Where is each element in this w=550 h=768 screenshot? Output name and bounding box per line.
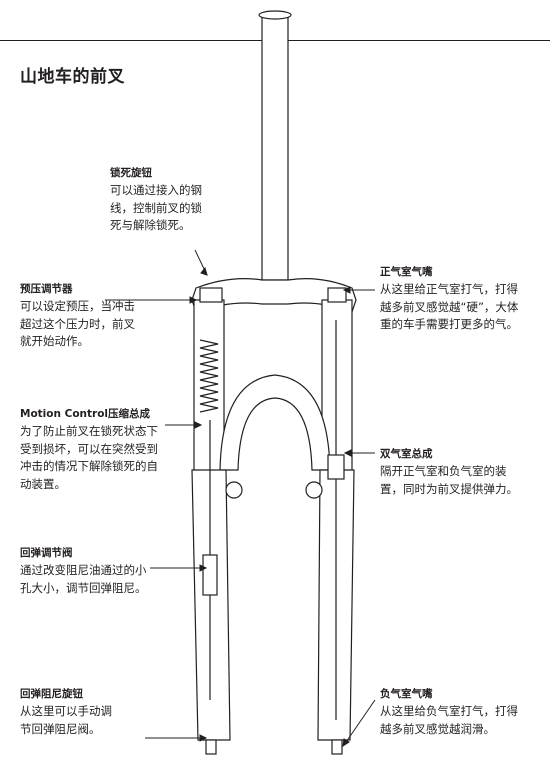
label-neg-air-desc: 从这里给负气室打气，打得 越多前叉感觉越润滑。: [380, 704, 518, 736]
label-negative-air-valve: 负气室气嘴 从这里给负气室打气，打得 越多前叉感觉越润滑。: [380, 686, 518, 738]
label-lockout-desc: 可以通过接入的钢 线，控制前叉的锁 死与解除锁死。: [110, 183, 202, 232]
page-title: 山地车的前叉: [20, 67, 125, 87]
label-dual-air-desc: 隔开正气室和负气室的装 置，同时为前叉提供弹力。: [380, 464, 518, 496]
fork-crown: [191, 278, 357, 313]
lockout-knob: [199, 287, 223, 303]
label-rebound-valve: 回弹调节阀 通过改变阻尼油通过的小 孔大小，调节回弹阻尼。: [20, 545, 147, 597]
label-rebound-knob-desc: 从这里可以手动调 节回弹阻尼阀。: [20, 704, 112, 736]
label-lockout-heading: 锁死旋钮: [110, 167, 152, 179]
label-preload-desc: 可以设定预压，当冲击 超过这个压力时，前叉 就开始动作。: [20, 299, 135, 348]
negative-air-valve: [331, 739, 343, 755]
label-rebound-valve-heading: 回弹调节阀: [20, 547, 73, 559]
label-dual-air-heading: 双气室总成: [380, 448, 433, 460]
label-motion-desc: 为了防止前叉在锁死状态下 受到损坏，可以在突然受到 冲击的情况下解除锁死的自 动…: [20, 424, 158, 491]
steerer-cap: [258, 10, 292, 20]
coil-spring: [199, 339, 219, 413]
label-rebound-knob-heading: 回弹阻尼旋钮: [20, 688, 83, 700]
rebound-knob: [205, 739, 217, 755]
rebound-valve: [202, 554, 218, 596]
steerer-tube: [261, 14, 289, 281]
fork-arch: [219, 374, 331, 471]
label-rebound-knob: 回弹阻尼旋钮 从这里可以手动调 节回弹阻尼阀。: [20, 686, 112, 738]
air-valve-top: [327, 287, 347, 303]
label-pos-air-heading: 正气室气嘴: [380, 266, 433, 278]
left-lower-leg: [191, 469, 231, 741]
air-piston: [327, 454, 345, 480]
label-pos-air-desc: 从这里给正气室打气，打得 越多前叉感觉越“硬”，大体 重的车手需要打更多的气。: [380, 282, 519, 331]
label-lockout-knob: 锁死旋钮 可以通过接入的钢 线，控制前叉的锁 死与解除锁死。: [110, 165, 202, 235]
label-preload: 预压调节器 可以设定预压，当冲击 超过这个压力时，前叉 就开始动作。: [20, 281, 135, 351]
label-positive-air-valve: 正气室气嘴 从这里给正气室打气，打得 越多前叉感觉越“硬”，大体 重的车手需要打…: [380, 264, 518, 334]
label-motion-control: Motion Control压缩总成 为了防止前叉在锁死状态下 受到损坏，可以在…: [20, 406, 158, 493]
label-motion-heading: Motion Control压缩总成: [20, 408, 151, 420]
label-rebound-valve-desc: 通过改变阻尼油通过的小 孔大小，调节回弹阻尼。: [20, 563, 147, 595]
label-preload-heading: 预压调节器: [20, 283, 73, 295]
label-dual-air-chamber: 双气室总成 隔开正气室和负气室的装 置，同时为前叉提供弹力。: [380, 446, 518, 498]
left-stanchion: [193, 299, 225, 476]
label-neg-air-heading: 负气室气嘴: [380, 688, 433, 700]
